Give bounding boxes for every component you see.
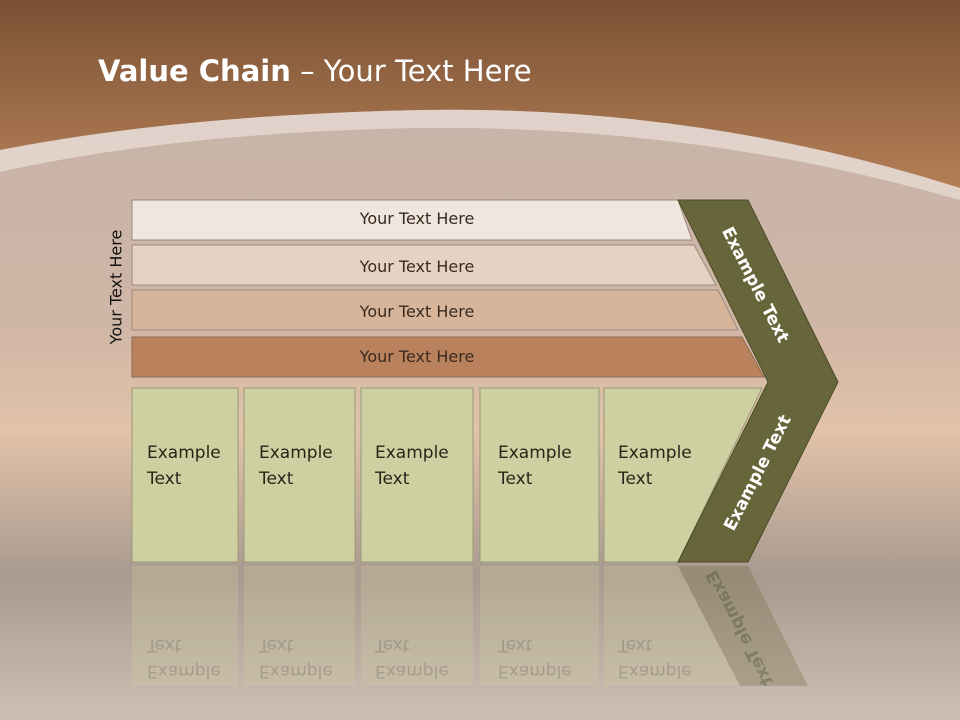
support-bar-1 — [131, 199, 693, 241]
chevron-arrow — [677, 199, 839, 563]
support-bar-3-label: Your Text Here — [359, 302, 475, 321]
primary-block-1 — [131, 387, 239, 563]
title-bold: Value Chain — [98, 54, 291, 88]
header-band — [0, 0, 960, 188]
primary-block-3-label: Example Text — [375, 443, 449, 489]
reflection — [132, 566, 808, 686]
primary-block-5-label: Example Text — [618, 443, 692, 489]
primary-block-3 — [360, 387, 474, 563]
primary-block-4 — [479, 387, 600, 563]
primary-block-4-reflection: Example Text — [498, 635, 572, 681]
side-label: Your Text Here — [106, 229, 126, 345]
primary-block-3-reflection: Example Text — [375, 635, 449, 681]
support-bar-2 — [131, 244, 717, 286]
primary-block-2 — [243, 387, 356, 563]
support-bar-3 — [131, 289, 739, 331]
support-bar-1-label: Your Text Here — [359, 209, 475, 228]
slide-title: Value Chain – Your Text Here — [98, 54, 532, 88]
primary-block-1-label: Example Text — [147, 443, 221, 489]
primary-block-2-reflection: Example Text — [259, 635, 333, 681]
support-bar-2-label: Your Text Here — [359, 257, 475, 276]
support-bar-4-label: Your Text Here — [359, 347, 475, 366]
primary-block-1-reflection: Example Text — [147, 635, 221, 681]
support-bar-4 — [131, 336, 765, 378]
title-rest: – Your Text Here — [290, 54, 532, 88]
primary-block-4-label: Example Text — [498, 443, 572, 489]
primary-block-2-label: Example Text — [259, 443, 333, 489]
primary-block-5-reflection: Example Text — [618, 635, 692, 681]
